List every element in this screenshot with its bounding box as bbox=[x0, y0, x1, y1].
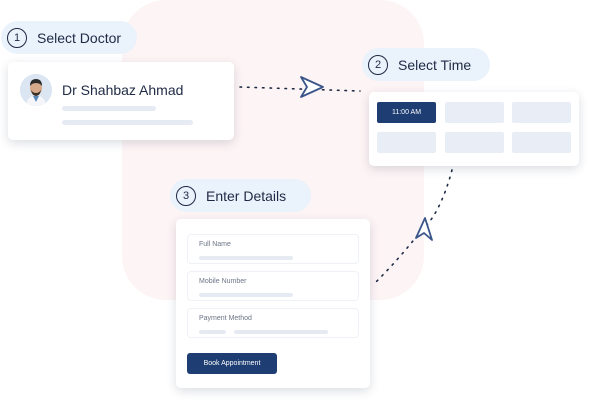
placeholder-line bbox=[199, 256, 293, 260]
full-name-field[interactable]: Full Name bbox=[187, 234, 359, 264]
placeholder-line bbox=[234, 330, 328, 334]
doctor-card[interactable]: Dr Shahbaz Ahmad bbox=[8, 62, 234, 140]
placeholder-line bbox=[62, 106, 156, 111]
placeholder-line bbox=[199, 330, 226, 334]
step-label: Select Time bbox=[398, 56, 472, 73]
field-label: Full Name bbox=[199, 241, 231, 248]
time-slot[interactable] bbox=[377, 132, 436, 153]
payment-method-field[interactable]: Payment Method bbox=[187, 308, 359, 338]
doctor-avatar-icon bbox=[20, 74, 52, 106]
step-pill-enter-details: 3 Enter Details bbox=[170, 179, 311, 212]
book-appointment-button[interactable]: Book Appointment bbox=[187, 353, 277, 374]
connector-time-to-details bbox=[373, 169, 453, 285]
time-slot[interactable] bbox=[512, 102, 571, 123]
send-arrow-icon bbox=[300, 76, 324, 98]
step-pill-select-doctor: 1 Select Doctor bbox=[1, 21, 137, 54]
time-slot-selected[interactable]: 11:00 AM bbox=[377, 102, 436, 123]
step-label: Enter Details bbox=[206, 187, 287, 204]
time-slot[interactable] bbox=[445, 102, 504, 123]
step-number: 3 bbox=[176, 185, 196, 206]
step-pill-select-time: 2 Select Time bbox=[362, 48, 490, 81]
doctor-name: Dr Shahbaz Ahmad bbox=[62, 82, 184, 98]
mobile-number-field[interactable]: Mobile Number bbox=[187, 271, 359, 301]
connector-doctor-to-time bbox=[239, 86, 361, 92]
field-label: Mobile Number bbox=[199, 278, 247, 285]
time-slot[interactable] bbox=[445, 132, 504, 153]
step-label: Select Doctor bbox=[37, 29, 122, 46]
send-arrow-icon bbox=[415, 217, 433, 241]
placeholder-line bbox=[62, 120, 193, 125]
details-form-card: Full Name Mobile Number Payment Method B… bbox=[176, 219, 370, 388]
placeholder-line bbox=[199, 293, 293, 297]
time-slot[interactable] bbox=[512, 132, 571, 153]
step-number: 2 bbox=[368, 54, 388, 75]
field-label: Payment Method bbox=[199, 315, 252, 322]
time-slot-card: 11:00 AM bbox=[369, 92, 579, 166]
step-number: 1 bbox=[7, 27, 27, 48]
